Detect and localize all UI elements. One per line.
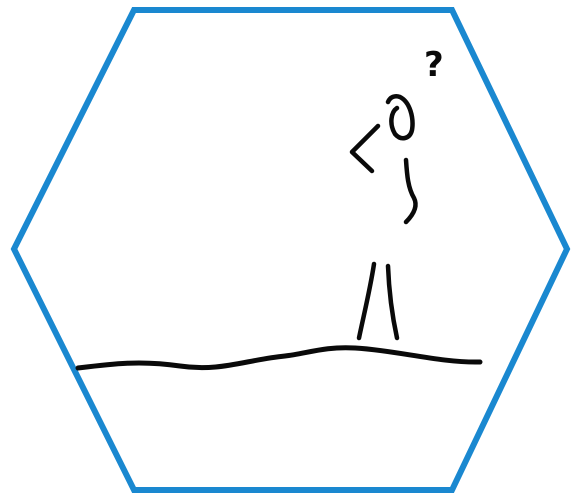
question-mark-symbol: ? [424,45,444,85]
figure-torso [403,157,418,225]
figure-left-leg [356,261,377,341]
ground-line [75,345,483,371]
stick-figure [349,93,418,341]
figure-arm [349,123,381,174]
hexagon-frame [10,7,571,493]
figure-right-leg [385,263,400,341]
figure-head [385,93,415,141]
